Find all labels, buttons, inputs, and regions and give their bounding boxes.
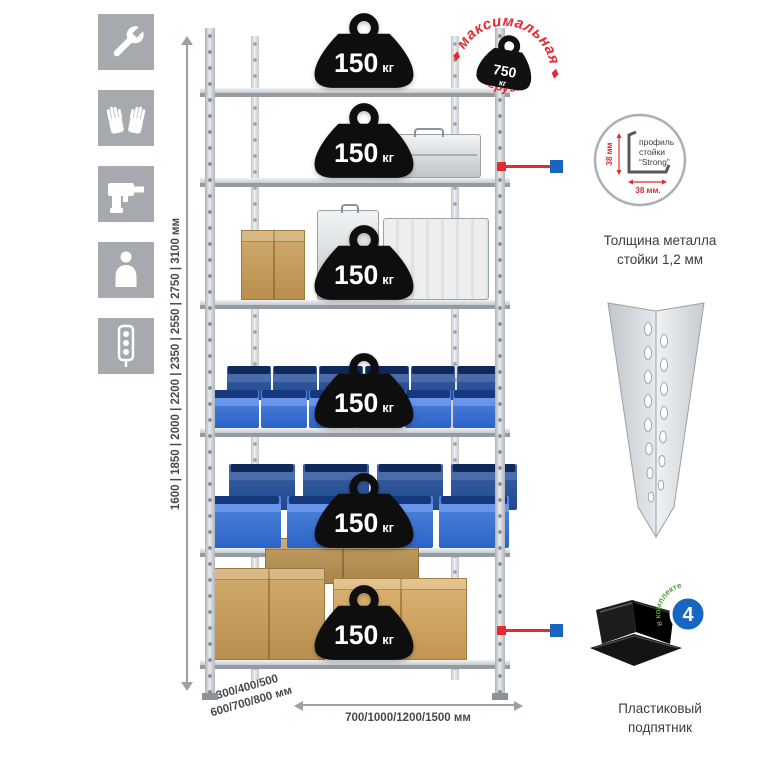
- gloves-icon: [98, 90, 154, 146]
- profile-label-3: “Strong”: [639, 157, 670, 167]
- rack-post-front-right: [495, 28, 505, 696]
- profile-cross-section: [627, 130, 671, 174]
- shelf-1: [200, 88, 510, 97]
- power-strip-icon: [98, 318, 154, 374]
- person-icon-glyph: [115, 251, 137, 287]
- profile-dim-vertical: 38 мм: [605, 142, 614, 165]
- height-dimension-line: [186, 44, 188, 682]
- foot-caption: Пластиковый подпятник: [578, 700, 742, 738]
- shelf-4: [200, 428, 510, 437]
- badge-count: 4: [682, 604, 694, 626]
- foot-caption-line1: Пластиковый: [618, 701, 702, 716]
- stamp-weight-value: 750: [492, 61, 518, 81]
- profile-detail-circle: 38 мм 38 мм. профиль стойки “Strong”: [593, 113, 687, 207]
- profile-label-2: стойки: [639, 147, 665, 157]
- angle-post-image: [607, 302, 705, 539]
- max-load-stamp: максимальная нагрузка 750 кг: [452, 4, 570, 100]
- width-arrow-right: [514, 701, 523, 711]
- shelf-weight-value: 150: [334, 48, 378, 78]
- gloves-icon-glyph: [106, 106, 146, 134]
- rack-post-front-left: [205, 28, 215, 696]
- height-arrow-down: [181, 682, 193, 691]
- stamp-weight-icon: 750 кг: [476, 35, 532, 91]
- plastic-bin: [453, 390, 499, 428]
- cardboard-box: [241, 230, 305, 300]
- profile-caption: Толщина металла стойки 1,2 мм: [568, 232, 752, 270]
- shelf-weight-icon: 150 кг: [314, 13, 414, 88]
- wrench-icon-glyph: [113, 24, 146, 57]
- callout-marker-blue-top: [550, 160, 563, 173]
- profile-caption-line1: Толщина металла: [603, 233, 717, 248]
- callout-line-bottom: [506, 629, 551, 632]
- width-dimension-line: [302, 704, 514, 706]
- foot-caption-line2: подпятник: [627, 719, 693, 735]
- drill-icon-glyph: [108, 183, 144, 213]
- width-dimension-label: 700/1000/1200/1500 мм: [345, 712, 471, 724]
- person-icon: [98, 242, 154, 298]
- stamp-star-right: [551, 68, 559, 79]
- callout-marker-red-top: [497, 162, 506, 171]
- shelf-3: [200, 300, 510, 309]
- shelf-6: [200, 660, 510, 669]
- height-dimension-label: 1600 | 1850 | 2000 | 2200 | 2350 | 2550 …: [170, 217, 182, 511]
- power-strip-icon-glyph: [117, 324, 135, 367]
- rack-post-back-left: [251, 36, 259, 680]
- profile-caption-line2: стойки 1,2 мм: [616, 251, 704, 267]
- rack-foot: [492, 693, 508, 700]
- shelf-weight-unit: кг: [382, 60, 394, 75]
- rack-post-back-right: [451, 36, 459, 680]
- plastic-bin: [213, 390, 259, 428]
- width-arrow-left: [294, 701, 303, 711]
- profile-label-1: профиль: [639, 137, 675, 147]
- included-count-badge: 4 в комплекте: [653, 581, 707, 633]
- shelf-2: [200, 178, 510, 187]
- callout-line-top: [506, 165, 551, 168]
- stamp-weight-unit: кг: [498, 78, 507, 88]
- drill-icon: [98, 166, 154, 222]
- stamp-star-left: [453, 51, 461, 62]
- rack-foot: [202, 693, 218, 700]
- plastic-bin-large: [211, 496, 281, 548]
- profile-dim-horizontal: 38 мм.: [635, 186, 660, 195]
- height-arrow-up: [181, 36, 193, 45]
- callout-marker-red-bottom: [497, 626, 506, 635]
- plastic-bin: [261, 390, 307, 428]
- wrench-icon: [98, 14, 154, 70]
- plastic-foot-image: [590, 600, 682, 666]
- callout-marker-blue-bottom: [550, 624, 563, 637]
